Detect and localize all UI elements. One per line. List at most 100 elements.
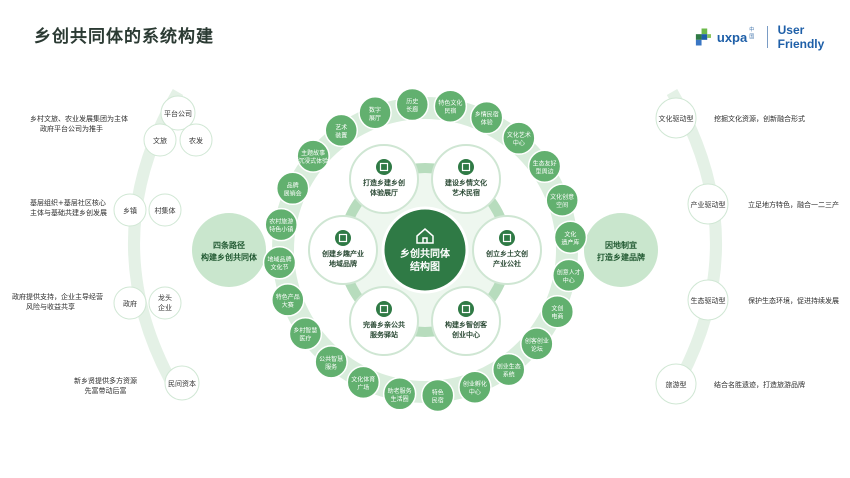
satellite-line2: 装置 [335,131,347,139]
hub-line1: 创建乡趣产业 [321,249,364,258]
uxpa-logo-icon [695,28,711,46]
left-main-line2: 构建乡创共同体 [201,252,258,262]
left-node-xiangzhen: 乡镇 [113,193,147,227]
right-main-line1: 因地制宜 [605,240,637,250]
satellite-line1: 创业生态 [497,363,521,371]
satellite-line2: 空间 [556,201,568,209]
brand-logos: uxpa 中国 User Friendly [694,23,850,51]
right-note-1: 挖掘文化资源，创新融合形式 [714,115,805,123]
satellite-line1: 创业孵化 [463,380,487,388]
satellite-line1: 特色文化 [438,99,462,107]
cubes-icon [376,301,392,318]
satellite-line2: 电商 [551,313,563,321]
svg-text:村集体: 村集体 [155,206,176,215]
hub-line1: 建设乡情文化 [445,178,487,187]
satellite-line2: 中心 [469,388,481,396]
satellite-line1: 历史 [406,98,418,106]
hub-line2: 产业公社 [493,259,521,268]
left-node-nongfa: 农发 [179,123,213,157]
home-icon [416,228,434,244]
left-main-node: 四条路径 构建乡创共同体 [192,213,266,287]
satellite-layer: 数字展厅历史长廊特色文化民宿乡情民宿体验文化艺术中心生态友好型周边文化创意空间文… [262,87,588,413]
satellite-line1: 文化创意 [550,193,574,201]
right-node-tourism: 旅游型 [655,363,697,405]
satellite-line1: 文化体育 [351,375,375,383]
right-main-node: 因地制宜 打造乡建品牌 [584,213,658,287]
hub-line2: 地域品牌 [329,259,357,268]
satellite-line1: 艺术 [335,123,347,131]
svg-text:文化驱动型: 文化驱动型 [659,114,694,123]
satellite-line2: 大赛 [282,301,294,309]
satellite-line1: 特色产品 [276,293,300,301]
satellite-line2: 论坛 [531,345,543,353]
satellite-line2: 民宿 [444,107,456,115]
svg-text:政府: 政府 [123,299,137,308]
atom-icon [458,301,474,318]
right-node-ecology: 生态驱动型 [687,279,729,321]
left-node-cunjiti: 村集体 [148,193,182,227]
left-note-3: 政府提供支持，企业主导经营风险与收益共享 [12,293,103,311]
satellite-line2: 系统 [503,371,515,379]
satellite-line2: 长廊 [406,106,418,114]
hub-line1: 完善乡亲公共 [363,320,405,329]
satellite-line1: 数字 [369,106,381,114]
right-note-4: 结合名胜遗迹，打造旅游品牌 [714,381,805,389]
svg-text:平台公司: 平台公司 [164,109,192,118]
svg-text:旅游型: 旅游型 [666,380,687,389]
user-friendly-text: User Friendly [777,23,825,51]
grid-icon [376,158,392,175]
right-note-3: 保护生态环境，促进持续发展 [748,297,839,305]
satellite-line1: 乡村智慧 [293,327,317,335]
satellite-line1: 主题故事 [301,149,325,157]
satellite-line2: 体验 [481,119,493,127]
right-arc [666,88,722,398]
satellite-line2: 展厅 [369,115,381,122]
satellite-line2: 遗产库 [561,238,579,246]
center-line1: 乡创共同体 [400,247,451,260]
satellite-line2: 服务 [325,363,337,371]
satellite-line1: 特色 [432,388,444,396]
center-node: 乡创共同体 结构图 [381,206,469,294]
satellite-line1: 助老服务 [388,387,412,395]
satellite-line2: 广场 [357,383,369,391]
svg-text:龙头: 龙头 [158,293,172,302]
left-node-leading-enterprise: 龙头 企业 [148,286,182,320]
satellite-line1: 文化艺术 [507,131,531,139]
right-note-2: 立足地方特色，融合一二三产 [748,201,839,209]
logo-divider [766,26,768,48]
svg-text:乡镇: 乡镇 [123,206,137,215]
left-note-1: 乡村文旅、农业发展集团为主体政府平台公司为推手 [30,115,128,133]
hub-line2: 体验展厅 [370,188,398,197]
hub-line1: 构建乡智创客 [445,320,488,329]
svg-text:产业驱动型: 产业驱动型 [691,200,726,209]
satellite-line2: 型周边 [536,167,554,175]
center-line2: 结构图 [410,260,440,273]
left-node-wenlv: 文旅 [143,123,177,157]
right-main-line2: 打造乡建品牌 [597,252,645,262]
satellite-line2: 医疗 [299,335,311,343]
satellite-line1: 农村旅游 [269,218,293,226]
satellite-line1: 文化 [564,230,576,238]
satellite-line2: 特色小镇 [269,226,293,234]
uxpa-cn-text: 中国 [749,27,755,40]
svg-text:生态驱动型: 生态驱动型 [691,296,726,305]
